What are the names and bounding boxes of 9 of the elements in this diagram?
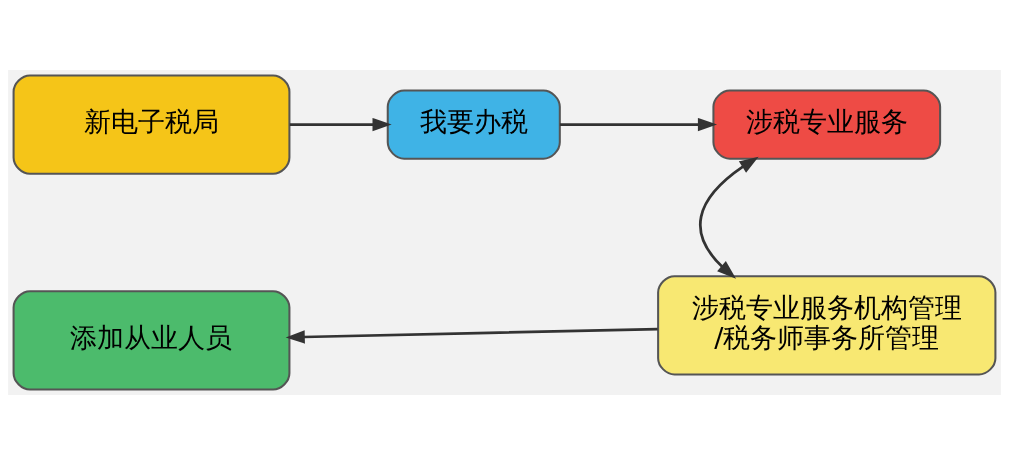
node-box: 我要办税	[386, 89, 561, 160]
arrow	[289, 117, 392, 132]
node-box: 添加从业人员	[12, 290, 291, 391]
arrow	[559, 117, 718, 132]
arrow	[699, 156, 759, 279]
node-box: 涉税专业服务	[712, 89, 942, 160]
node-box: 涉税专业服务机构管理/税务师事务所管理	[657, 275, 997, 376]
node-box: 新电子税局	[12, 74, 291, 175]
arrow	[285, 327, 658, 344]
